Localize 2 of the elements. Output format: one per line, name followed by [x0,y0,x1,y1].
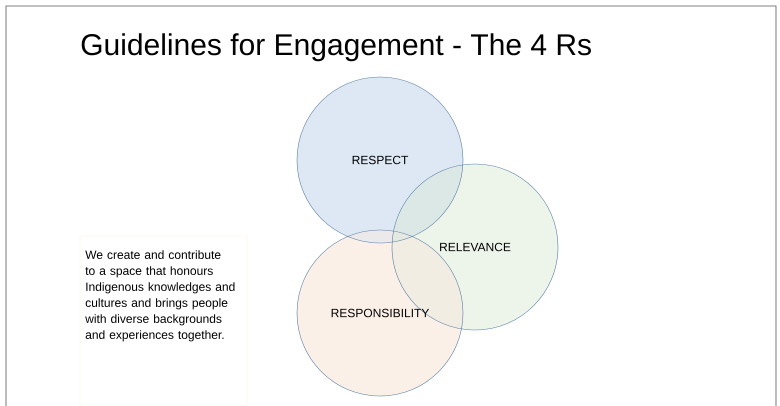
text-box: We create and contribute to a space that honours Indigenous knowledges and cultures and brings people with diverse backgrounds and experiences together. [80,236,248,406]
slide-title: Guidelines for Engagement - The 4 Rs [82,33,591,62]
